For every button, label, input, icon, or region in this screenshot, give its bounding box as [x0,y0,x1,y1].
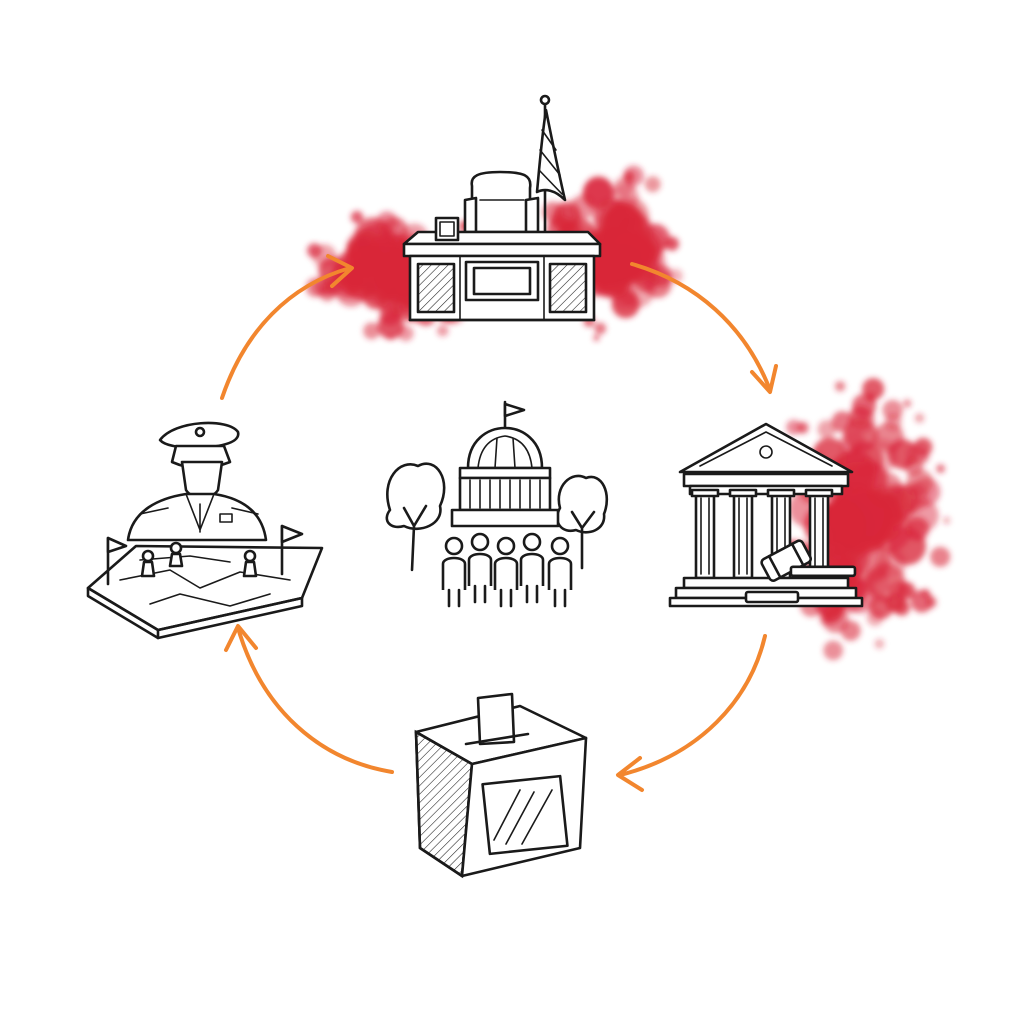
splatter-blot [898,582,916,600]
splatter-blot [862,378,885,400]
arrow-military-to-executive [220,254,354,400]
courthouse-gavel-icon [668,422,864,608]
splatter-blot [379,304,401,326]
splatter-blot [350,210,364,224]
splatter-blot [834,381,846,392]
capitol-citizens-icon [385,400,609,608]
splatter-blot [665,236,679,251]
splatter-blot [552,216,566,230]
splatter-blot [349,245,388,283]
splatter-blot [874,638,885,649]
splatter-blot [307,243,322,258]
ballot-box-icon [414,692,588,879]
splatter-blot [925,596,937,608]
splatter-blot [388,334,394,341]
cycle-arrows [220,254,778,792]
splatter-blot [601,241,645,285]
arrow-election-to-military [224,624,394,774]
splatter-blot [843,418,878,453]
citizens-group [441,532,573,608]
citizen-figure [441,536,467,608]
splatter-blot [921,588,930,598]
arrow-judiciary-to-election [616,634,767,792]
splatter-blot [873,422,904,453]
citizen-figure [547,536,573,608]
splatter-blot [823,640,843,661]
splatter-blot [936,464,945,474]
splatter-blot [786,419,802,435]
splatter-blot [436,324,449,337]
splatter-blot [817,420,837,439]
splatter-blot [905,442,928,466]
splatter-blot [903,399,912,408]
splatter-blot [623,171,635,183]
military-officer-map-icon [86,421,324,640]
citizen-figure [519,532,545,604]
splatter-blot [914,413,925,423]
splatter-blot [593,198,630,236]
splatter-blot [906,469,934,496]
splatter-blot [943,517,951,524]
presidential-desk-icon [402,94,602,322]
citizen-figure [493,536,519,608]
splatter-blot [594,322,607,335]
splatter-blot [363,322,380,340]
blood-splatter-judiciary [773,378,951,661]
splatter-blot [905,517,930,541]
splatter-blot [644,176,661,193]
splatter-blot [930,546,951,567]
splatter-blot [840,620,861,641]
citizen-figure [467,532,493,604]
splatter-blot [866,609,884,627]
splatter-blot [819,612,832,626]
splatter-blot [593,334,600,341]
arrow-executive-to-judiciary [630,262,778,394]
